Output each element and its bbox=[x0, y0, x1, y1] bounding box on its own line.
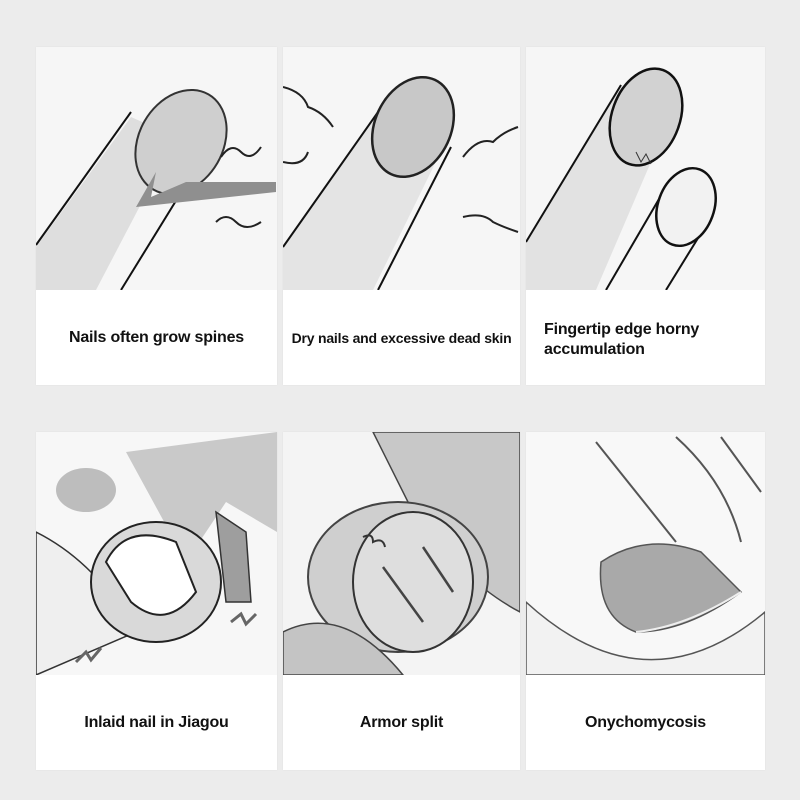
toe-split-nail-illustration bbox=[283, 432, 520, 675]
toe-ingrown-nail-illustration bbox=[36, 432, 277, 675]
panel-caption: Nails often grow spines bbox=[36, 290, 277, 385]
finger-dry-nail-illustration bbox=[283, 47, 520, 290]
panel-caption: Fingertip edge horny accumulation bbox=[526, 290, 765, 385]
panel-horny-accumulation: Fingertip edge horny accumulation bbox=[526, 47, 765, 385]
panel-nail-spines: Nails often grow spines bbox=[36, 47, 277, 385]
toe-icon bbox=[526, 432, 765, 675]
finger-icon bbox=[526, 67, 717, 290]
finger-hangnail-illustration bbox=[36, 47, 277, 290]
panel-armor-split: Armor split bbox=[283, 432, 520, 770]
toe-icon bbox=[283, 432, 520, 675]
panel-caption: Armor split bbox=[283, 675, 520, 770]
panel-caption: Onychomycosis bbox=[526, 675, 765, 770]
toe-icon bbox=[36, 432, 277, 675]
finger-icon bbox=[36, 88, 276, 290]
panel-onychomycosis: Onychomycosis bbox=[526, 432, 765, 770]
two-fingers-illustration bbox=[526, 47, 765, 290]
panel-ingrown-nail: Inlaid nail in Jiagou bbox=[36, 432, 277, 770]
panel-dry-nails: Dry nails and excessive dead skin bbox=[283, 47, 520, 385]
toe-fungal-nail-illustration bbox=[526, 432, 765, 675]
panel-caption: Inlaid nail in Jiagou bbox=[36, 675, 277, 770]
finger-icon bbox=[283, 75, 519, 290]
panel-caption: Dry nails and excessive dead skin bbox=[283, 290, 520, 385]
